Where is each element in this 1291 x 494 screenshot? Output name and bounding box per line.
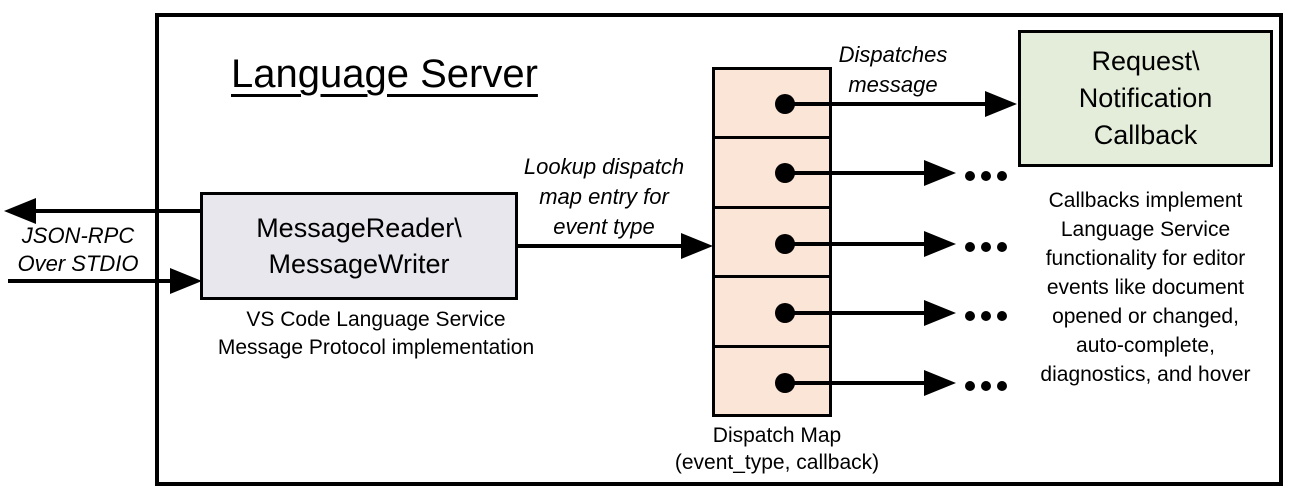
request-notification-callback-box: Request\ Notification Callback xyxy=(1018,30,1273,167)
json-rpc-over-stdio-label: JSON-RPC Over STDIO xyxy=(3,222,153,278)
message-reader-line: MessageReader\ xyxy=(256,213,462,243)
dispatches-label-line-2: message xyxy=(848,72,938,97)
dispatch-map-caption-line-1: Dispatch Map xyxy=(712,424,842,447)
dispatch-map-cell-1 xyxy=(715,70,829,136)
reader-caption-line-1: VS Code Language Service xyxy=(246,308,506,331)
message-reader-writer-box: MessageReader\ MessageWriter xyxy=(200,192,518,300)
dispatches-label-line-1: Dispatches xyxy=(838,42,948,67)
callbacks-note-line-3: functionality for editor xyxy=(1045,247,1246,270)
arrowhead-left-icon xyxy=(4,198,36,224)
callbacks-note-line-7: diagnostics, and hover xyxy=(1040,363,1251,386)
dispatch-map-cell-5 xyxy=(715,344,829,414)
callbacks-note-line-1: Callbacks implement xyxy=(1048,189,1243,212)
callbacks-note-line-6: auto-complete, xyxy=(1076,334,1215,357)
message-writer-line: MessageWriter xyxy=(268,249,450,279)
diagram-title: Language Server xyxy=(231,52,538,96)
callback-box-line-1: Request\ xyxy=(1091,46,1200,76)
callbacks-note: Callbacks implement Language Service fun… xyxy=(1018,186,1273,389)
reader-box-caption: VS Code Language Service Message Protoco… xyxy=(196,306,556,362)
callback-box-line-2: Notification xyxy=(1078,83,1213,113)
lookup-label-line-1: Lookup dispatch xyxy=(523,154,685,179)
lookup-label-line-2: map entry for xyxy=(539,184,669,209)
callback-box-line-3: Callback xyxy=(1093,120,1198,150)
dispatch-map-cell-4 xyxy=(715,275,829,344)
reader-caption-line-2: Message Protocol implementation xyxy=(217,336,535,359)
language-server-boundary-box xyxy=(155,13,1283,486)
dispatch-map-cell-2 xyxy=(715,136,829,205)
dispatch-map-caption-line-2: (event_type, callback) xyxy=(674,451,880,474)
dispatch-map-cell-3 xyxy=(715,205,829,275)
lookup-label-line-3: event type xyxy=(553,214,655,239)
callbacks-note-line-4: events like document xyxy=(1046,276,1245,299)
dispatches-message-label: Dispatches message xyxy=(813,40,973,100)
dispatch-map-caption: Dispatch Map (event_type, callback) xyxy=(657,422,897,476)
callbacks-note-line-5: opened or changed, xyxy=(1052,305,1239,328)
callbacks-note-line-2: Language Service xyxy=(1060,218,1231,241)
json-rpc-label-line-1: JSON-RPC xyxy=(21,223,135,248)
json-rpc-label-line-2: Over STDIO xyxy=(17,251,139,276)
lookup-dispatch-label: Lookup dispatch map entry for event type xyxy=(504,152,704,242)
dispatch-map-table xyxy=(712,67,832,417)
